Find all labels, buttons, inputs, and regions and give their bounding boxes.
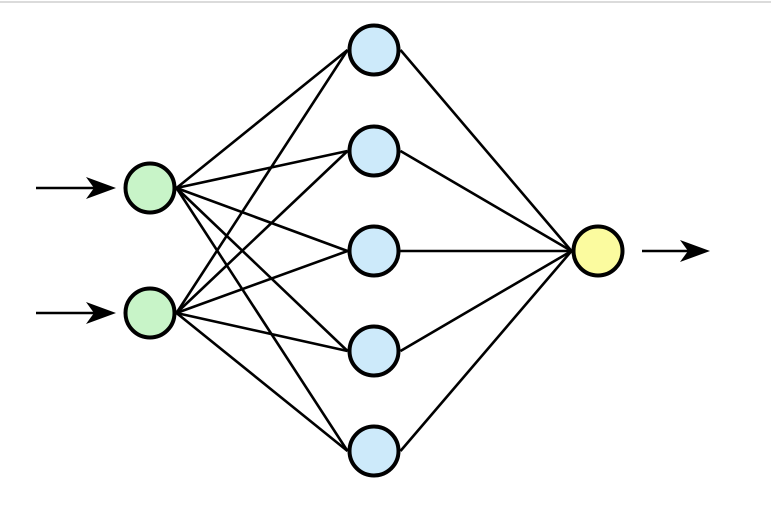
output-node-1: [571, 224, 625, 278]
connection-input1-hidden4: [175, 187, 349, 352]
input-arrow-1-head: [86, 177, 116, 199]
connection-input2-hidden1: [175, 49, 349, 314]
connection-input1-hidden2: [176, 149, 348, 190]
connection-input2-hidden3: [176, 249, 348, 315]
output-arrow-head: [680, 240, 710, 262]
hidden-node-2: [347, 124, 401, 178]
connection-input2-hidden2: [175, 150, 349, 314]
connection-hidden2-output1: [399, 149, 573, 253]
hidden-node-5: [347, 424, 401, 478]
connection-input1-hidden1: [175, 48, 349, 190]
hidden-node-1: [347, 23, 401, 77]
connection-hidden5-output1: [399, 250, 573, 452]
connection-input2-hidden4: [176, 311, 348, 353]
connection-hidden4-output1: [399, 249, 573, 353]
connection-input1-hidden5: [175, 187, 349, 452]
hidden-node-3: [347, 224, 401, 278]
hidden-node-4: [347, 324, 401, 378]
input-arrow-2-head: [86, 302, 116, 324]
input-node-1: [123, 161, 177, 215]
input-node-2: [123, 286, 177, 340]
connection-input2-hidden5: [175, 311, 349, 453]
connection-input1-hidden3: [176, 186, 348, 253]
connection-hidden1-output1: [399, 49, 573, 252]
top-border-line: [0, 1, 771, 3]
